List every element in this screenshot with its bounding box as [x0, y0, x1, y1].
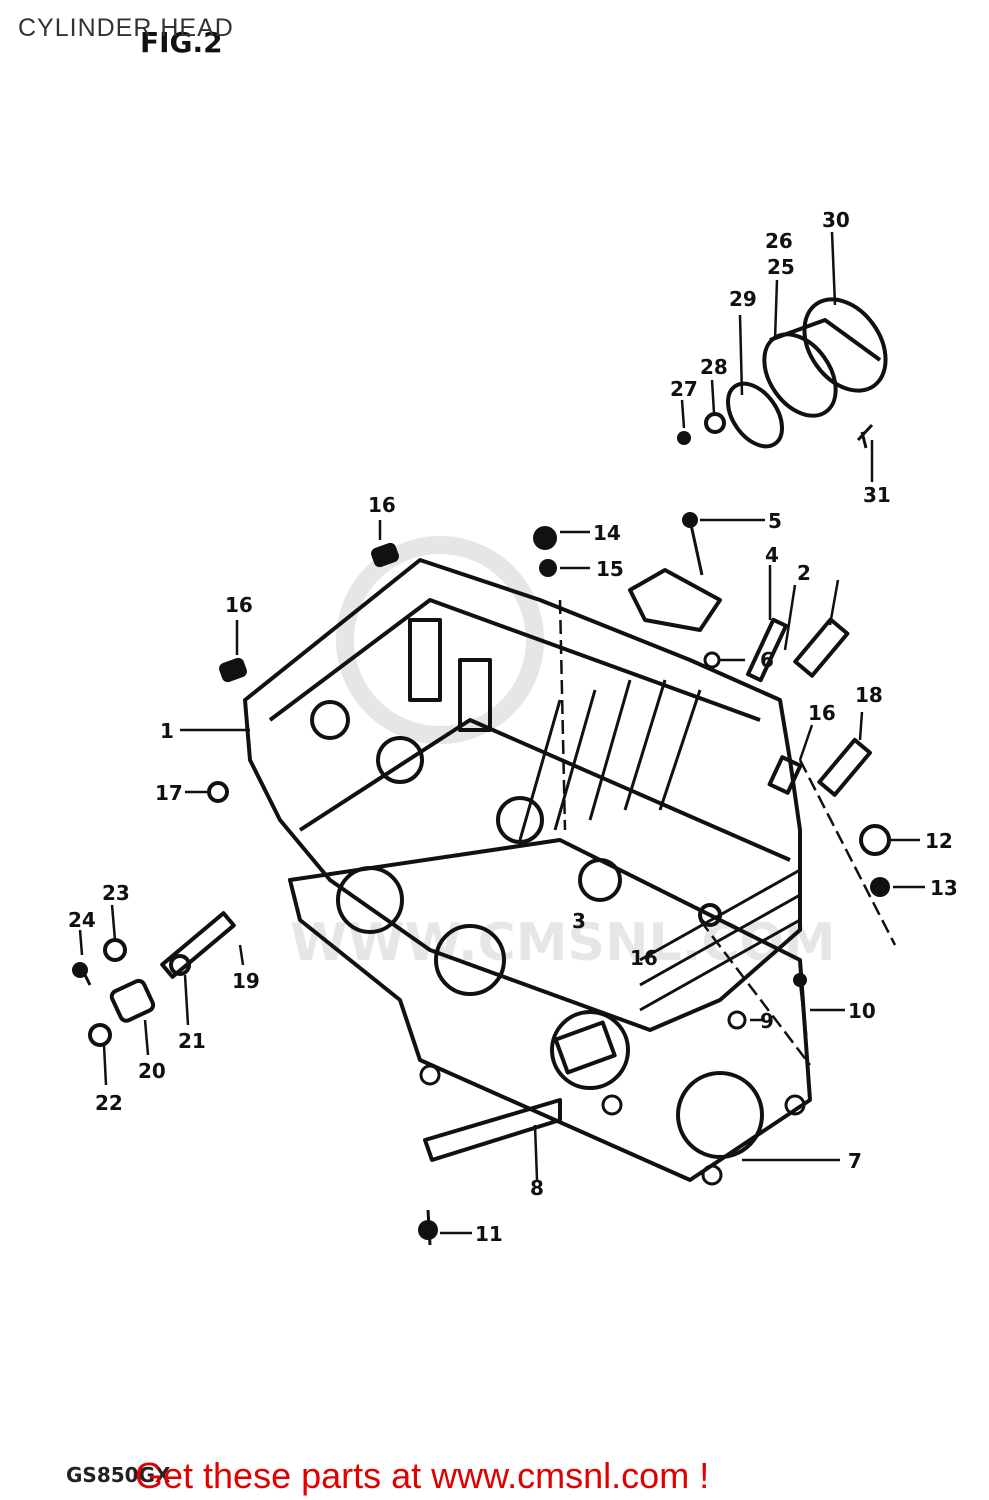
gasket-strip — [423, 1098, 562, 1162]
callout-15: 15 — [596, 557, 624, 581]
small-parts — [72, 512, 891, 1246]
callout-1: 1 — [160, 719, 174, 743]
promo-link[interactable]: Get these parts at www.cmsnl.com ! — [135, 1455, 710, 1496]
callout-23: 23 — [102, 881, 130, 905]
callout-5: 5 — [768, 509, 782, 533]
callout-27: 27 — [670, 377, 698, 401]
callout-28: 28 — [700, 355, 728, 379]
callout-20: 20 — [138, 1059, 166, 1083]
callout-17: 17 — [155, 781, 183, 805]
callout-8: 8 — [530, 1176, 544, 1200]
leader-lines — [78, 231, 925, 1235]
callout-18: 18 — [855, 683, 883, 707]
svg-text:WWW.CMSNL.COM: WWW.CMSNL.COM — [290, 913, 835, 973]
callout-26: 26 — [765, 229, 793, 253]
callout-7: 7 — [848, 1149, 862, 1173]
callout-3: 3 — [572, 909, 586, 933]
callout-24: 24 — [68, 908, 96, 932]
callout-21: 21 — [178, 1029, 206, 1053]
diagram-title: CYLINDER HEAD — [18, 14, 234, 42]
callout-11: 11 — [475, 1222, 503, 1246]
callout-19: 19 — [232, 969, 260, 993]
callout-10: 10 — [848, 999, 876, 1023]
callout-29: 29 — [729, 287, 757, 311]
head-gasket — [288, 838, 812, 1186]
callout-6: 6 — [760, 648, 774, 672]
figure-label: FIG.2 — [140, 26, 223, 59]
callout-16c: 16 — [808, 701, 836, 725]
callout-16a: 16 — [368, 493, 396, 517]
callout-14: 14 — [593, 521, 621, 545]
callout-22: 22 — [95, 1091, 123, 1115]
callout-31: 31 — [863, 483, 891, 507]
callout-13: 13 — [930, 876, 958, 900]
callout-16b: 16 — [225, 593, 253, 617]
callout-2: 2 — [797, 561, 811, 585]
callout-12: 12 — [925, 829, 953, 853]
callout-16d: 16 — [630, 946, 658, 970]
cylinder-head-block — [243, 558, 802, 1032]
model-code: GS850GX — [66, 1463, 171, 1487]
callout-9: 9 — [760, 1009, 774, 1033]
callout-25: 25 — [767, 255, 795, 279]
watermark-logo: WWW.CMSNL.COM — [290, 536, 835, 973]
callout-4: 4 — [765, 543, 779, 567]
callout-labels: 1 2 3 4 5 6 7 8 9 10 11 12 13 14 15 16 1… — [68, 208, 958, 1246]
callout-30: 30 — [822, 208, 850, 232]
